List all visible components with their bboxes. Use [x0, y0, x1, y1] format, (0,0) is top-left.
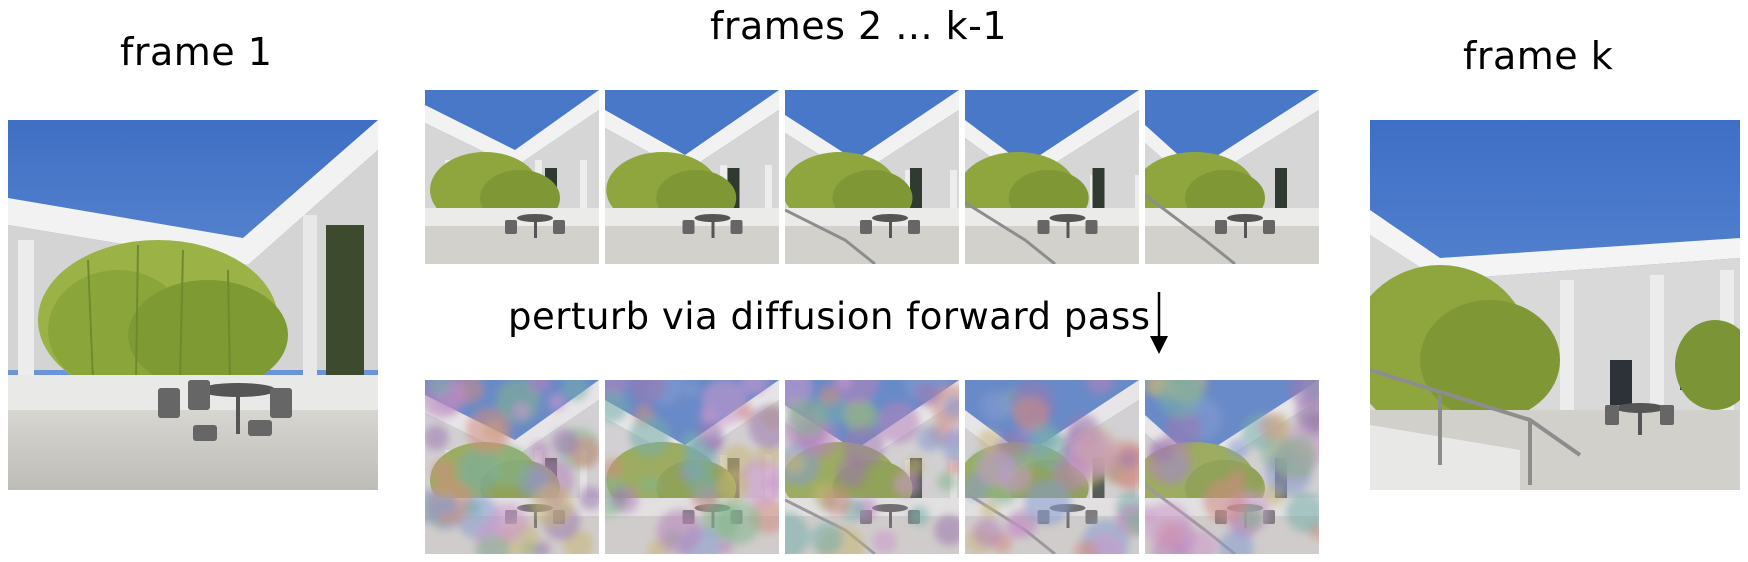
middle-frames-label: frames 2 ... k-1	[710, 4, 1008, 48]
noisy-frame-2-image	[425, 380, 599, 554]
frame-2-image	[425, 90, 599, 264]
frame-1-label: frame 1	[120, 30, 273, 74]
noisy-frame-5-image	[965, 380, 1139, 554]
frame-5-image	[965, 90, 1139, 264]
frame-k-label: frame k	[1463, 34, 1614, 78]
frame-4-image	[785, 90, 959, 264]
noisy-frame-3-image	[605, 380, 779, 554]
noisy-frame-4-image	[785, 380, 959, 554]
frame-3-image	[605, 90, 779, 264]
down-arrow-icon	[1150, 292, 1168, 354]
perturb-operation-label: perturb via diffusion forward pass	[508, 295, 1151, 338]
frame-6-image	[1145, 90, 1319, 264]
noisy-frame-6-image	[1145, 380, 1319, 554]
frame-1-image	[8, 120, 378, 490]
frame-k-image	[1370, 120, 1740, 490]
